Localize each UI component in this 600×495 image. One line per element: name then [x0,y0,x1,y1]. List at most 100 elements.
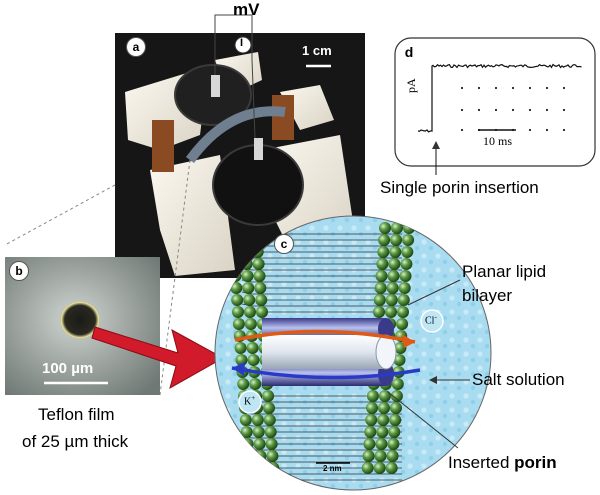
bilayer-label-line1: Planar lipid [462,262,547,281]
panel-a-scale-label: 1 cm [302,43,332,58]
lipid-headgroup-sphere [361,462,374,474]
lipid-headgroup-sphere [386,282,399,294]
lipid-headgroup-sphere [362,450,375,462]
lipid-headgroup-sphere [378,390,391,402]
lipid-headgroup-sphere [266,450,279,462]
lipid-headgroup-sphere [399,270,412,282]
lipid-headgroup-sphere [402,234,415,246]
grid-dot [511,108,515,112]
grid-dot [460,108,464,112]
lipid-headgroup-sphere [374,282,387,294]
lipid-tail [241,411,402,415]
lipid-headgroup-sphere [366,402,378,414]
lipid-headgroup-sphere [398,282,411,294]
lipid-headgroup-sphere [390,234,403,246]
lipid-headgroup-sphere [255,462,268,474]
grid-dot [528,128,532,132]
lipid-tail [241,255,402,259]
grid-dot [545,128,549,132]
pointer-bilayer [407,279,461,306]
potassium-symbol: K [244,396,252,408]
lipid-headgroup-sphere [263,414,276,426]
lipid-headgroup-sphere [373,306,385,318]
lipid-headgroup-sphere [391,222,403,234]
time-scale-label: 10 ms [483,134,513,148]
lipid-headgroup-sphere [230,282,243,294]
lipid-headgroup-sphere [255,294,268,306]
grid-dot [562,128,566,132]
lipid-headgroup-sphere [390,402,402,414]
lipid-tail [241,447,402,451]
lipid-headgroup-sphere [240,426,253,438]
film-caption-line2: of 25 µm thick [22,432,129,451]
lipid-headgroup-sphere [244,306,256,318]
current-label: I [240,37,244,49]
lipid-headgroup-sphere [364,426,377,438]
potassium-label: K+ [244,394,255,407]
grid-dot [477,108,481,112]
chloride-label: Cl- [425,313,437,326]
panel-d [394,37,596,175]
lipid-headgroup-sphere [385,306,397,318]
porin-label-prefix: Inserted [448,453,515,472]
lipid-tail [241,303,402,307]
lipid-tail [241,435,402,439]
lipid-headgroup-sphere [264,426,277,438]
grid-dot [460,86,464,90]
lipid-headgroup-sphere [377,414,390,426]
lipid-headgroup-sphere [254,450,267,462]
lipid-headgroup-sphere [396,318,409,330]
lipid-headgroup-sphere [385,462,398,474]
chloride-charge: - [434,313,437,321]
panel-b-scale-label: 100 µm [42,360,94,377]
lipid-headgroup-sphere [388,426,401,438]
lipid-headgroup-sphere [366,390,379,402]
lipid-headgroup-sphere [386,450,399,462]
porin-label-bold: porin [514,453,557,472]
lipid-headgroup-sphere [385,294,398,306]
lipid-headgroup-sphere [376,426,389,438]
chloride-flow-arrowhead [402,334,415,348]
lipid-headgroup-sphere [387,438,400,450]
panel-d-frame [394,37,596,167]
grid-dot [545,86,549,90]
voltage-label: mV [233,0,260,19]
lipid-headgroup-sphere [376,258,389,270]
lipid-headgroup-sphere [378,402,390,414]
potassium-flow-arrowhead [232,362,245,376]
grid-dot [511,86,515,90]
lipid-headgroup-sphere [403,222,415,234]
lipid-headgroup-sphere [254,282,267,294]
zoom-line [4,184,116,246]
bilayer-label-line2: bilayer [462,286,513,305]
grid-dot [562,86,566,90]
panel-c [214,215,492,491]
porin-label: Inserted porin [448,453,557,473]
porin-channel [262,335,386,369]
magnify-arrow [91,326,225,390]
chloride-ion [420,309,444,333]
lipid-headgroup-sphere [377,246,390,258]
salt-solution-label: Salt solution [472,370,565,389]
lipid-headgroup-sphere [253,270,266,282]
lipid-tail [241,279,402,283]
lipid-headgroup-sphere [397,294,410,306]
lipid-tail [241,249,402,253]
lipid-headgroup-sphere [231,294,244,306]
potassium-charge: + [251,394,256,402]
lipid-headgroup-sphere [378,234,391,246]
lipid-headgroup-sphere [389,414,402,426]
lipid-headgroup-sphere [265,438,278,450]
grid-dot [494,86,498,90]
grid-dot [545,108,549,112]
electrode [211,75,220,97]
copper-holder [272,95,294,140]
lipid-headgroup-sphere [256,306,268,318]
lipid-headgroup-sphere [375,438,388,450]
y-unit-label: pA [404,78,418,93]
lipid-headgroup-sphere [400,258,413,270]
potassium-ion [238,390,262,414]
lipid-headgroup-sphere [239,414,252,426]
lipid-headgroup-sphere [253,438,266,450]
